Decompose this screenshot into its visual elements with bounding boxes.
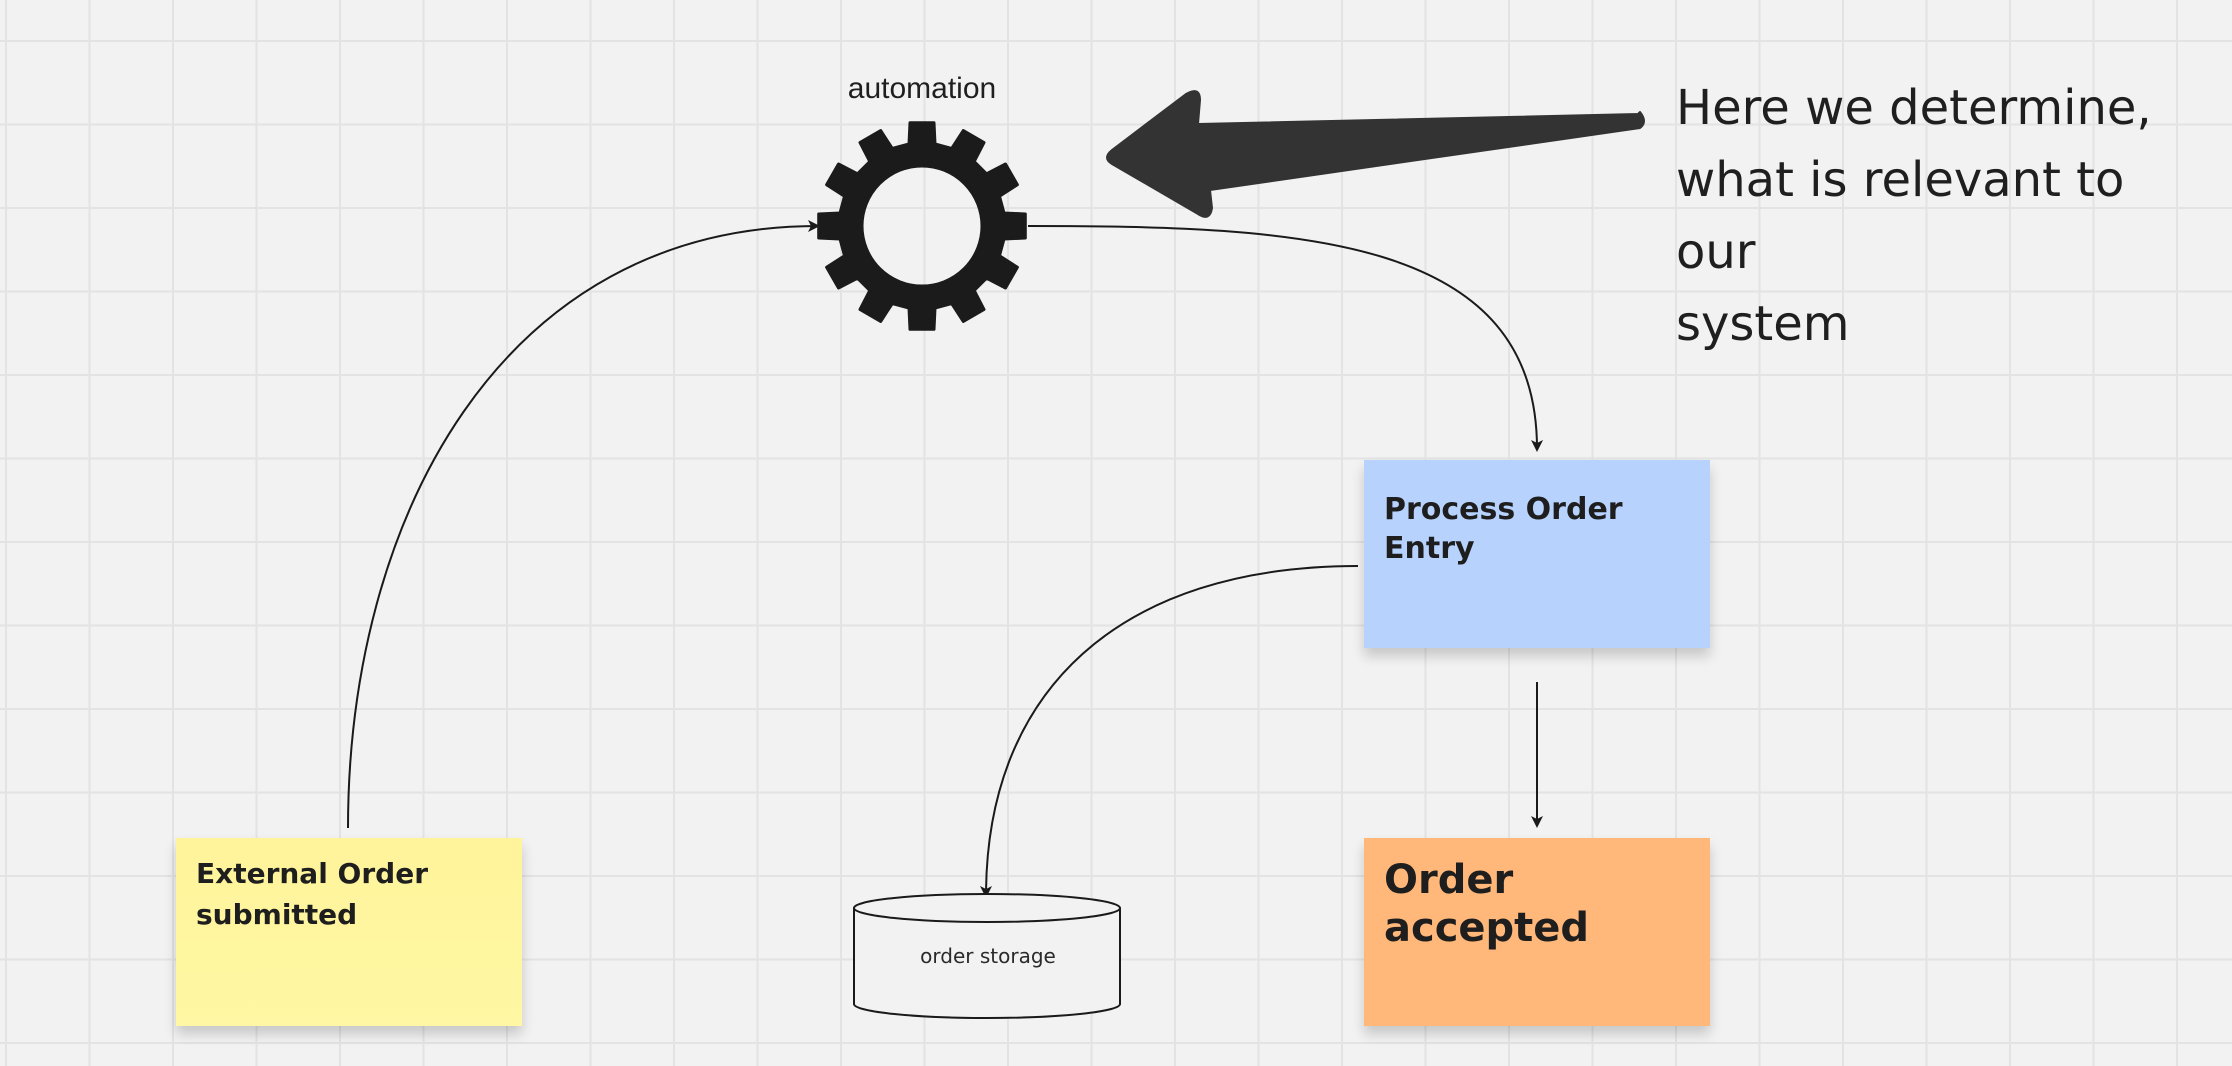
sticky-process-order-entry[interactable]: Process Order Entry: [1364, 460, 1710, 648]
sticky-order-accepted-label: Order accepted: [1384, 857, 1590, 951]
sticky-process-order-entry-label: Process Order Entry: [1384, 492, 1623, 566]
annotation-line: Here we determine,: [1676, 80, 2152, 136]
order-storage-label: order storage: [920, 944, 1056, 968]
gear-icon[interactable]: [817, 121, 1027, 331]
automation-label: automation: [847, 72, 997, 105]
sticky-external-order-label: External Order submitted: [196, 857, 428, 931]
sticky-order-accepted[interactable]: Order accepted: [1364, 838, 1710, 1026]
connector-process-to-storage[interactable]: [980, 565, 1359, 898]
gear-shape: [817, 121, 1027, 331]
annotation-line: system: [1676, 296, 1850, 352]
sticky-external-order[interactable]: External Order submitted: [176, 838, 522, 1026]
annotation-pointer-arrow[interactable]: [1106, 90, 1645, 218]
annotation-text[interactable]: Here we determine, what is relevant to o…: [1676, 72, 2216, 360]
annotation-line: what is relevant to our: [1676, 152, 2125, 280]
connector-external-to-automation[interactable]: [347, 220, 820, 829]
order-storage-cylinder[interactable]: [853, 893, 1121, 1019]
connector-automation-to-process[interactable]: [1027, 225, 1544, 452]
